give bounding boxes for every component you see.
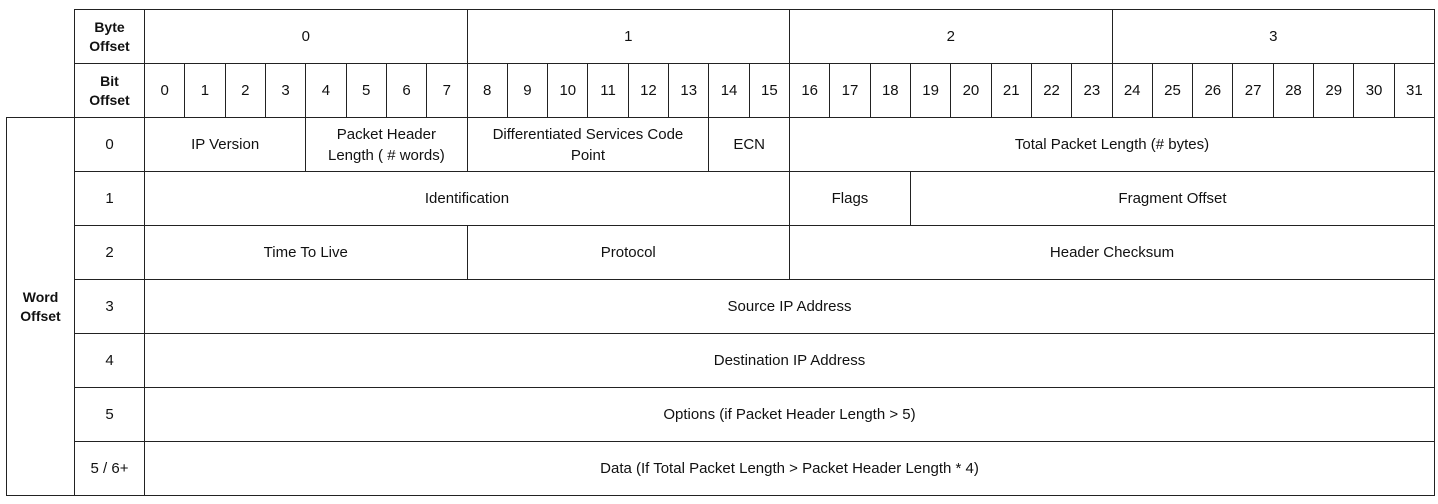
bit-offset-21: 21: [990, 63, 1032, 118]
bit-offset-31: 31: [1393, 63, 1435, 118]
field-differentiated-services-code-point: Differentiated Services Code Point: [466, 117, 710, 172]
byte-offset-2: 2: [789, 9, 1113, 64]
bit-offset-17: 17: [829, 63, 871, 118]
field-data-if-total-packet-length-packet-header-length-4: Data (If Total Packet Length > Packet He…: [144, 441, 1435, 496]
field-header-checksum: Header Checksum: [789, 225, 1435, 280]
bit-offset-5: 5: [345, 63, 387, 118]
bit-offset-19: 19: [909, 63, 952, 118]
field-ecn: ECN: [708, 117, 790, 172]
bit-offset-16: 16: [789, 63, 831, 118]
bit-offset-20: 20: [950, 63, 992, 118]
bit-offset-4: 4: [305, 63, 347, 118]
word-offset-row: 0: [74, 117, 145, 172]
field-total-packet-length-bytes: Total Packet Length (# bytes): [789, 117, 1435, 172]
bit-offset-25: 25: [1151, 63, 1194, 118]
bit-offset-28: 28: [1272, 63, 1315, 118]
field-packet-header-length-words: Packet Header Length ( # words): [305, 117, 468, 172]
bit-offset-11: 11: [587, 63, 629, 118]
bit-offset-12: 12: [627, 63, 670, 118]
word-offset-row: 1: [74, 171, 145, 226]
field-protocol: Protocol: [466, 225, 790, 280]
bit-offset-23: 23: [1071, 63, 1113, 118]
word-offset-row: 2: [74, 225, 145, 280]
bit-offset-9: 9: [506, 63, 549, 118]
bit-offset-3: 3: [264, 63, 307, 118]
bit-offset-30: 30: [1353, 63, 1395, 118]
bit-offset-15: 15: [748, 63, 790, 118]
field-identification: Identification: [144, 171, 790, 226]
field-fragment-offset: Fragment Offset: [909, 171, 1435, 226]
word-offset-row: 5: [74, 387, 145, 442]
bit-offset-7: 7: [426, 63, 468, 118]
byte-offset-0: 0: [144, 9, 468, 64]
field-options-if-packet-header-length-5: Options (if Packet Header Length > 5): [144, 387, 1435, 442]
bit-offset-22: 22: [1030, 63, 1073, 118]
bit-offset-label: Bit Offset: [74, 63, 145, 118]
bit-offset-18: 18: [869, 63, 911, 118]
bit-offset-6: 6: [385, 63, 428, 118]
bit-offset-8: 8: [466, 63, 508, 118]
field-source-ip-address: Source IP Address: [144, 279, 1435, 334]
field-time-to-live: Time To Live: [144, 225, 468, 280]
bit-offset-24: 24: [1111, 63, 1153, 118]
word-offset-row: 4: [74, 333, 145, 388]
byte-offset-label: Byte Offset: [74, 9, 145, 64]
bit-offset-1: 1: [184, 63, 226, 118]
word-offset-row: 5 / 6+: [74, 441, 145, 496]
byte-offset-3: 3: [1111, 9, 1435, 64]
word-offset-label: Word Offset: [6, 117, 75, 496]
bit-offset-27: 27: [1232, 63, 1274, 118]
bit-offset-14: 14: [708, 63, 750, 118]
field-ip-version: IP Version: [144, 117, 307, 172]
field-destination-ip-address: Destination IP Address: [144, 333, 1435, 388]
byte-offset-1: 1: [466, 9, 790, 64]
word-offset-row: 3: [74, 279, 145, 334]
bit-offset-29: 29: [1313, 63, 1355, 118]
bit-offset-10: 10: [547, 63, 589, 118]
bit-offset-0: 0: [144, 63, 186, 118]
bit-offset-26: 26: [1192, 63, 1234, 118]
bit-offset-2: 2: [224, 63, 266, 118]
field-flags: Flags: [789, 171, 911, 226]
bit-offset-13: 13: [668, 63, 710, 118]
